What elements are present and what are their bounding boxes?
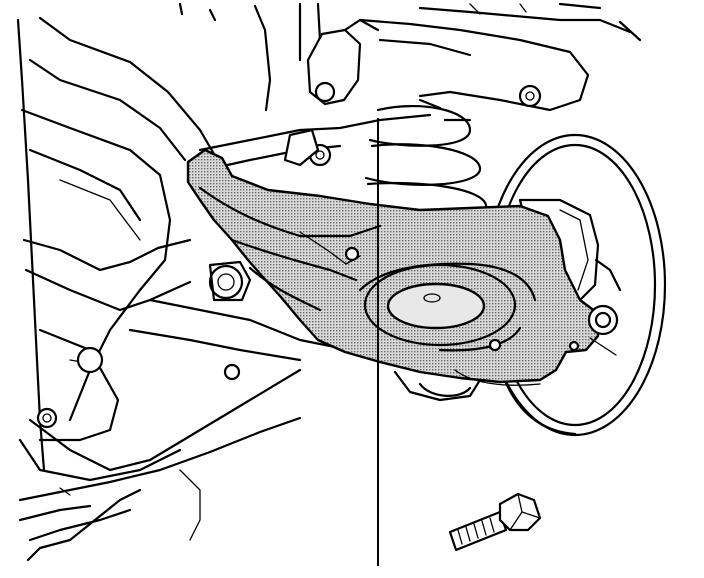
subframe <box>16 16 352 482</box>
lower-control-arm <box>186 148 619 384</box>
coil-spring <box>364 98 488 224</box>
lower-link <box>393 369 541 402</box>
upper-body-structure <box>178 2 642 112</box>
stabilizer-bar <box>198 113 432 172</box>
lower-panel <box>18 416 302 562</box>
control-arm-bolt-icon <box>448 492 542 552</box>
